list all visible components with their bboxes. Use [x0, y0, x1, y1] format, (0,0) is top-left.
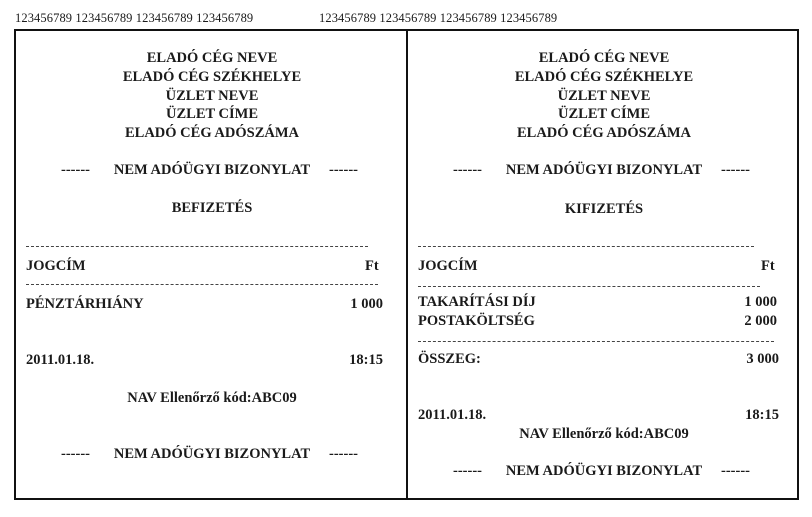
seller-company-name: ELADÓ CÉG NEVE [538, 50, 670, 66]
banner-dash-left: ------ [61, 446, 90, 462]
receipt-date: 2011.01.18. [26, 352, 95, 368]
receipt-kifizetes: ELADÓ CÉG NEVE ELADÓ CÉG SZÉKHELYE ÜZLET… [408, 29, 800, 500]
control-code: NAV Ellenőrző kód:ABC09 [127, 390, 297, 406]
line-item-label: POSTAKÖLTSÉG [418, 313, 535, 329]
column-unit: Ft [761, 258, 775, 274]
line-item-label: TAKARÍTÁSI DÍJ [418, 294, 536, 310]
column-unit: Ft [365, 258, 379, 274]
column-ruler-right: 123456789 123456789 123456789 123456789 [319, 11, 558, 25]
separator-line [418, 246, 754, 247]
control-code: NAV Ellenőrző kód:ABC09 [519, 426, 689, 442]
separator-line [418, 286, 760, 287]
banner-dash-left: ------ [61, 162, 90, 178]
line-item-amount: 1 000 [350, 296, 383, 312]
shop-name: ÜZLET NEVE [165, 88, 259, 104]
non-fiscal-banner-footer: NEM ADÓÜGYI BIZONYLAT [113, 446, 311, 462]
separator-line [26, 284, 378, 285]
line-item-amount: 1 000 [744, 294, 777, 310]
banner-dash-left: ------ [453, 463, 482, 479]
shop-address: ÜZLET CÍME [558, 106, 650, 122]
seller-company-address: ELADÓ CÉG SZÉKHELYE [122, 69, 302, 85]
line-item-amount: 2 000 [744, 313, 777, 329]
total-amount: 3 000 [746, 351, 779, 367]
separator-line [418, 341, 774, 342]
banner-dash-right: ------ [721, 162, 750, 178]
shop-address: ÜZLET CÍME [166, 106, 258, 122]
receipt-time: 18:15 [745, 407, 779, 423]
seller-tax-number: ELADÓ CÉG ADÓSZÁMA [516, 125, 692, 141]
non-fiscal-banner-footer: NEM ADÓÜGYI BIZONYLAT [505, 463, 703, 479]
receipt-type-title: BEFIZETÉS [171, 200, 253, 216]
line-item-label: PÉNZTÁRHIÁNY [26, 296, 144, 312]
seller-company-name: ELADÓ CÉG NEVE [146, 50, 278, 66]
receipt-divider [406, 29, 408, 500]
receipt-time: 18:15 [349, 352, 383, 368]
receipt-date: 2011.01.18. [418, 407, 487, 423]
seller-company-address: ELADÓ CÉG SZÉKHELYE [514, 69, 694, 85]
banner-dash-right: ------ [329, 446, 358, 462]
total-label: ÖSSZEG: [418, 351, 481, 367]
non-fiscal-banner: NEM ADÓÜGYI BIZONYLAT [113, 162, 311, 178]
column-title: JOGCÍM [26, 258, 86, 274]
seller-tax-number: ELADÓ CÉG ADÓSZÁMA [124, 125, 300, 141]
banner-dash-right: ------ [329, 162, 358, 178]
column-title: JOGCÍM [418, 258, 478, 274]
receipt-befizetes: ELADÓ CÉG NEVE ELADÓ CÉG SZÉKHELYE ÜZLET… [16, 29, 408, 500]
separator-line [26, 246, 368, 247]
banner-dash-left: ------ [453, 162, 482, 178]
column-ruler-left: 123456789 123456789 123456789 123456789 [15, 11, 254, 25]
banner-dash-right: ------ [721, 463, 750, 479]
shop-name: ÜZLET NEVE [557, 88, 651, 104]
non-fiscal-banner: NEM ADÓÜGYI BIZONYLAT [505, 162, 703, 178]
receipt-type-title: KIFIZETÉS [564, 201, 644, 217]
